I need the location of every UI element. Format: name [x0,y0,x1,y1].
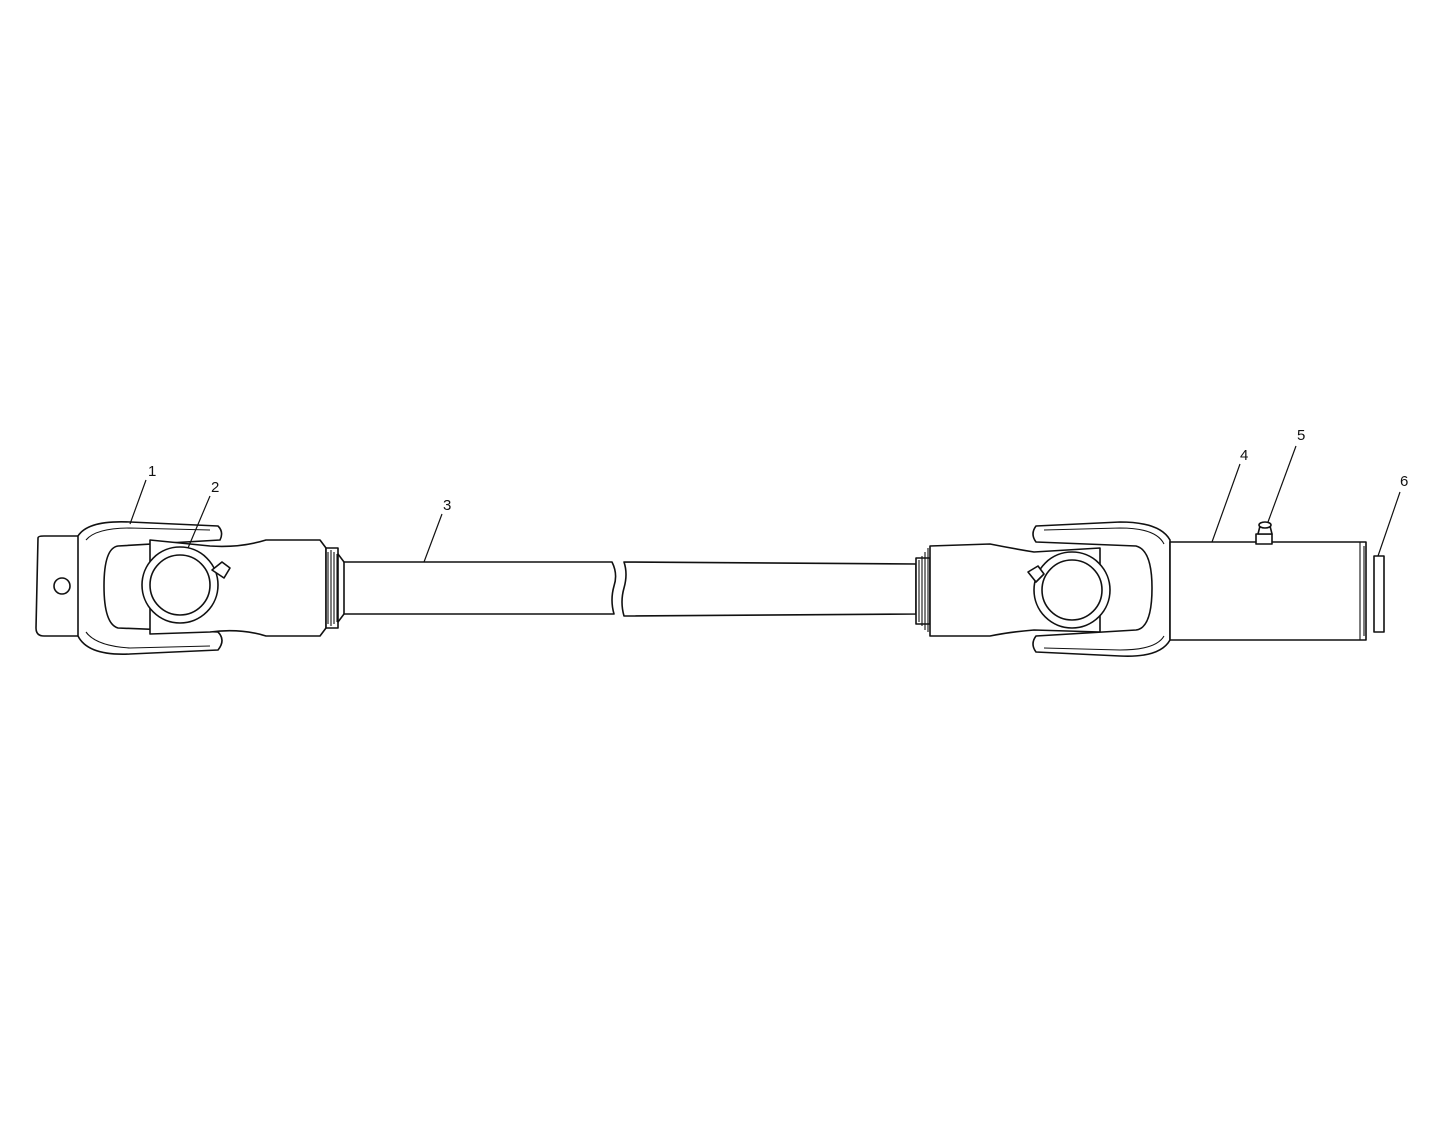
right-yoke-assembly [915,521,1385,657]
callout-1: 1 [129,463,156,525]
callout-6: 6 [1377,473,1408,557]
callout-5: 5 [1267,427,1305,523]
callout-1-label: 1 [148,463,156,480]
mounting-hole [53,577,71,595]
callout-3-label: 3 [443,497,451,514]
grease-fitting [1255,521,1273,545]
callout-4: 4 [1211,447,1248,543]
callout-6-label: 6 [1400,473,1408,490]
callout-2: 2 [187,479,219,549]
callout-4-label: 4 [1240,447,1248,464]
callout-3: 3 [423,497,451,563]
left-yoke-assembly [35,520,345,655]
end-seal [1373,555,1385,633]
callout-2-label: 2 [211,479,219,496]
shaft-tube [343,561,917,617]
callout-5-label: 5 [1297,427,1305,444]
